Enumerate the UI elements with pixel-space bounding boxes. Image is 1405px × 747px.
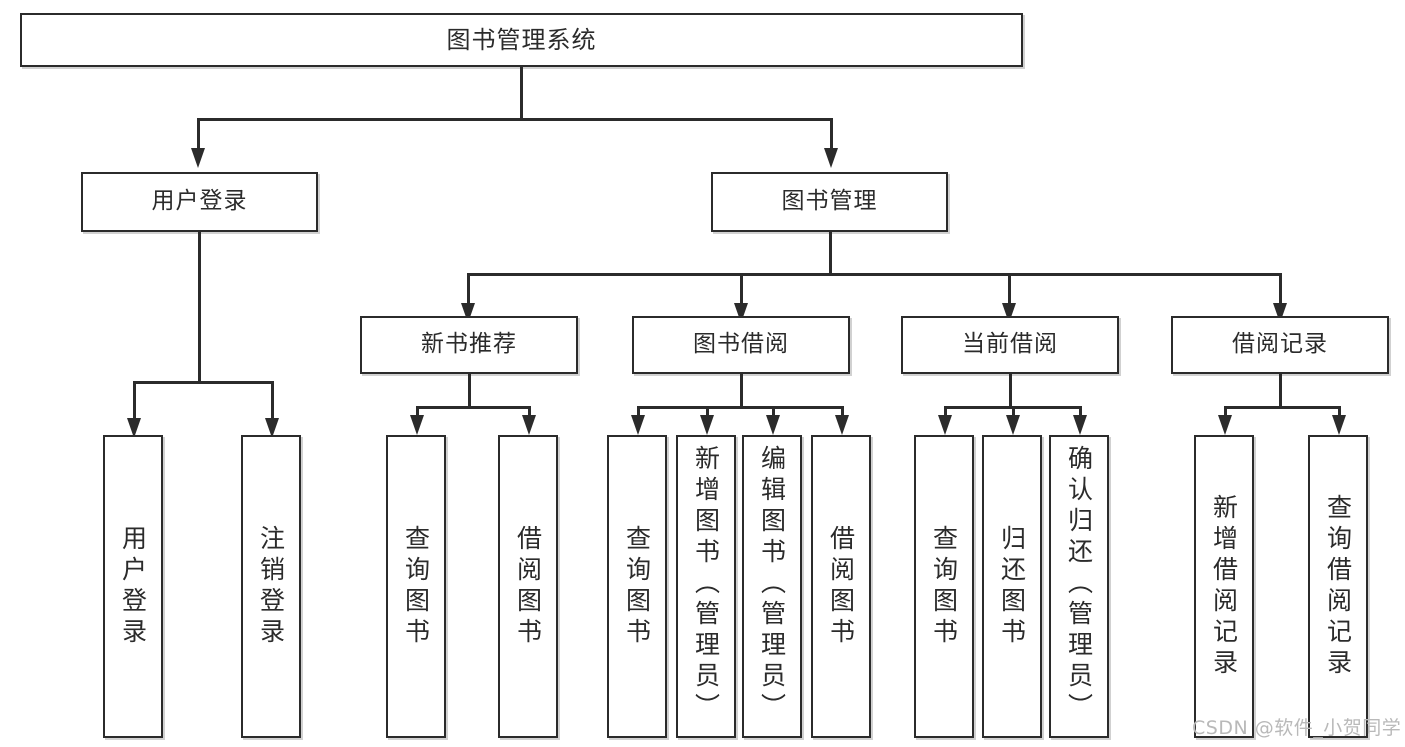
- edge-bm-to-new-book: [467, 273, 470, 305]
- arrow-user-login-to-logout: [265, 418, 279, 438]
- arrow-bb-to-edit: [766, 415, 780, 435]
- node-new-book-recommend[interactable]: 新书推荐: [360, 316, 578, 374]
- node-label: 用户登录: [151, 188, 248, 215]
- edge-root-to-book-management: [830, 118, 833, 150]
- node-label: 借阅记录: [1232, 331, 1328, 358]
- node-label: 新书推荐: [421, 331, 517, 358]
- edge-newbook-to-borrow: [528, 406, 531, 420]
- edge-bb-to-edit: [772, 406, 775, 420]
- edge-br-to-add: [1224, 406, 1227, 420]
- edge-user-login-bus: [133, 381, 273, 384]
- arrow-newbook-to-query: [410, 415, 424, 435]
- node-label: 图书借阅: [693, 331, 789, 358]
- edge-book-management-bus: [467, 273, 1279, 276]
- leaf-label: 查询图书: [401, 524, 431, 649]
- arrow-cb-to-confirm: [1073, 415, 1087, 435]
- node-borrow-record[interactable]: 借阅记录: [1171, 316, 1389, 374]
- edge-newbook-stem: [468, 374, 471, 407]
- edge-cb-to-confirm: [1079, 406, 1082, 420]
- edge-borrowrecord-stem: [1279, 374, 1282, 407]
- leaf-borrow-borrow-book[interactable]: 借阅图书: [811, 435, 871, 738]
- leaf-record-query-record[interactable]: 查询借阅记录: [1308, 435, 1368, 738]
- leaf-label: 查询图书: [622, 524, 652, 649]
- edge-cb-to-query: [944, 406, 947, 420]
- arrow-cb-to-return: [1006, 415, 1020, 435]
- edge-newbook-bus: [416, 406, 531, 409]
- edge-bookborrow-bus: [637, 406, 843, 409]
- arrow-bb-to-query: [631, 415, 645, 435]
- leaf-label: 确认归还（管理员）: [1064, 445, 1094, 724]
- node-label: 当前借阅: [962, 331, 1058, 358]
- edge-currentborrow-stem: [1009, 374, 1012, 407]
- leaf-record-add-record[interactable]: 新增借阅记录: [1194, 435, 1254, 738]
- arrow-root-to-book-management: [824, 148, 838, 168]
- edge-bm-to-borrow: [740, 273, 743, 305]
- node-book-borrow[interactable]: 图书借阅: [632, 316, 850, 374]
- edge-bb-to-add: [706, 406, 709, 420]
- leaf-logout[interactable]: 注销登录: [241, 435, 301, 738]
- arrow-br-to-query: [1332, 415, 1346, 435]
- edge-cb-to-return: [1012, 406, 1015, 420]
- leaf-borrow-add-book-admin[interactable]: 新增图书（管理员）: [676, 435, 736, 738]
- arrow-user-login-to-login: [127, 418, 141, 438]
- leaf-borrow-query-book[interactable]: 查询图书: [607, 435, 667, 738]
- edge-bm-to-current: [1008, 273, 1011, 305]
- edge-borrowrecord-bus: [1224, 406, 1341, 409]
- leaf-label: 借阅图书: [826, 524, 856, 649]
- edge-user-login-to-logout: [271, 381, 274, 420]
- leaf-label: 归还图书: [997, 524, 1027, 649]
- arrow-bb-to-borrow: [835, 415, 849, 435]
- node-label: 图书管理: [781, 188, 878, 215]
- leaf-label: 查询图书: [929, 524, 959, 649]
- leaf-current-confirm-return-admin[interactable]: 确认归还（管理员）: [1049, 435, 1109, 738]
- edge-user-login-to-login: [133, 381, 136, 420]
- edge-bm-to-record: [1279, 273, 1282, 305]
- watermark-text: CSDN @软件_小贺同学: [1192, 717, 1402, 739]
- node-user-login[interactable]: 用户登录: [81, 172, 318, 232]
- node-book-management[interactable]: 图书管理: [711, 172, 948, 232]
- leaf-label: 查询借阅记录: [1323, 493, 1353, 680]
- node-root-book-management-system[interactable]: 图书管理系统: [20, 13, 1023, 67]
- leaf-label: 用户登录: [118, 524, 148, 649]
- node-current-borrow[interactable]: 当前借阅: [901, 316, 1119, 374]
- edge-newbook-to-query: [416, 406, 419, 420]
- arrow-root-to-user-login: [191, 148, 205, 168]
- leaf-current-query-book[interactable]: 查询图书: [914, 435, 974, 738]
- leaf-newbook-query-book[interactable]: 查询图书: [386, 435, 446, 738]
- edge-bookborrow-stem: [740, 374, 743, 407]
- leaf-newbook-borrow-book[interactable]: 借阅图书: [498, 435, 558, 738]
- arrow-cb-to-query: [938, 415, 952, 435]
- leaf-label: 新增借阅记录: [1209, 493, 1239, 680]
- edge-book-management-stem: [829, 232, 832, 274]
- edge-bb-to-query: [637, 406, 640, 420]
- edge-root-bus: [197, 118, 832, 121]
- leaf-label: 注销登录: [256, 524, 286, 649]
- arrow-bb-to-add: [700, 415, 714, 435]
- edge-user-login-stem: [198, 232, 201, 382]
- edge-root-stem: [520, 67, 523, 118]
- arrow-br-to-add: [1218, 415, 1232, 435]
- edge-root-to-user-login: [197, 118, 200, 150]
- leaf-label: 新增图书（管理员）: [691, 445, 721, 724]
- edge-br-to-query: [1338, 406, 1341, 420]
- leaf-label: 借阅图书: [513, 524, 543, 649]
- edge-bb-to-borrow: [841, 406, 844, 420]
- arrow-newbook-to-borrow: [522, 415, 536, 435]
- leaf-label: 编辑图书（管理员）: [757, 445, 787, 724]
- node-label: 图书管理系统: [446, 25, 597, 54]
- leaf-current-return-book[interactable]: 归还图书: [982, 435, 1042, 738]
- leaf-borrow-edit-book-admin[interactable]: 编辑图书（管理员）: [742, 435, 802, 738]
- leaf-user-login[interactable]: 用户登录: [103, 435, 163, 738]
